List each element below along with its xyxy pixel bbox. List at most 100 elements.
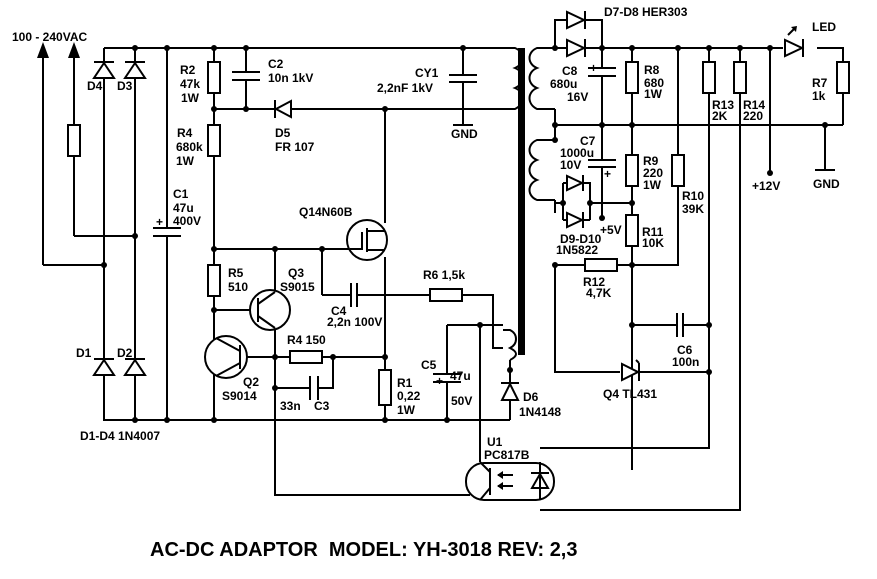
shunt-regulator-q4 xyxy=(621,359,641,382)
label-r8: R8 xyxy=(644,63,660,77)
label-r11: R11 xyxy=(642,225,664,239)
label-d9-d10-part: 1N5822 xyxy=(556,243,598,257)
capacitor-c5 xyxy=(433,373,461,383)
label-d5: D5 xyxy=(275,126,291,140)
resistor-r13 xyxy=(702,61,716,94)
label-r4-680k: R4 xyxy=(177,126,193,140)
label-c5-rating: 50V xyxy=(451,394,472,408)
label-c1-plus: + xyxy=(156,215,163,229)
label-c8-plus: + xyxy=(590,61,597,75)
resistor-r12 xyxy=(584,258,618,272)
label-bridge-part: D1-D4 1N4007 xyxy=(80,429,160,443)
label-d9-d10: D9-D10 xyxy=(560,232,602,246)
resistor-r10 xyxy=(671,154,685,187)
diode-d8 xyxy=(566,38,587,58)
junction-dots xyxy=(101,45,828,423)
capacitor-c6 xyxy=(676,313,684,337)
capacitor-c7 xyxy=(588,159,616,168)
resistor-r5 xyxy=(207,264,221,297)
label-c6: C6 xyxy=(677,343,693,357)
label-d7-d8: D7-D8 HER303 xyxy=(604,5,688,19)
label-d4: D4 xyxy=(87,79,103,93)
label-r6: R6 1,5k xyxy=(423,268,465,282)
resistor-r7 xyxy=(836,61,850,94)
wires-primary xyxy=(42,47,515,496)
label-r14: R14 xyxy=(743,98,765,112)
label-q4: Q4 TL431 xyxy=(603,387,657,401)
label-r8-value: 680 xyxy=(644,76,664,90)
label-c3: C3 xyxy=(314,399,330,413)
label-r2-rating: 1W xyxy=(181,91,200,105)
label-r4-680k-value: 680k xyxy=(176,140,203,154)
label-r9-rating: 1W xyxy=(643,178,662,192)
label-q3-part: S9015 xyxy=(280,280,315,294)
capacitor-c2 xyxy=(232,71,260,81)
label-r2: R2 xyxy=(180,63,196,77)
schematic-title: AC-DC ADAPTOR MODEL: YH-3018 REV: 2,3 xyxy=(150,539,578,561)
label-c2-value: 10n 1kV xyxy=(268,71,313,85)
label-r2-value: 47k xyxy=(180,77,200,91)
label-q1: Q14N60B xyxy=(299,205,353,219)
label-d2: D2 xyxy=(117,346,133,360)
diode-d4 xyxy=(92,61,116,79)
resistor-r9 xyxy=(625,154,639,187)
label-r11-value: 10K xyxy=(642,236,664,250)
capacitor-c4 xyxy=(350,283,358,307)
label-r1-rating: 1W xyxy=(397,403,416,417)
label-r10: R10 xyxy=(682,189,704,203)
label-c5-plus: + xyxy=(436,374,443,388)
label-d5-part: FR 107 xyxy=(275,140,315,154)
label-u1-part: PC817B xyxy=(484,448,530,462)
input-arrow-icon xyxy=(37,42,80,58)
resistor-r1 xyxy=(378,369,392,406)
label-gnd-secondary: GND xyxy=(813,177,840,191)
label-c8: C8 xyxy=(562,64,578,78)
label-r12: R12 xyxy=(583,275,605,289)
capacitor-c1 xyxy=(153,227,181,237)
label-r5: R5 xyxy=(228,266,244,280)
label-r7: R7 xyxy=(812,76,828,90)
label-cy1: CY1 xyxy=(415,66,439,80)
label-c7: C7 xyxy=(580,134,596,148)
label-c5: C5 xyxy=(421,358,437,372)
label-d1: D1 xyxy=(76,346,92,360)
transistor-q2 xyxy=(204,335,248,379)
label-r13: R13 xyxy=(712,98,734,112)
diode-d1 xyxy=(92,358,116,376)
label-r1: R1 xyxy=(397,376,413,390)
label-r5-value: 510 xyxy=(228,280,248,294)
label-r1-value: 0,22 xyxy=(397,389,421,403)
label-c5-value: 47u xyxy=(450,369,471,383)
label-r4-680k-rating: 1W xyxy=(176,154,195,168)
label-c6-value: 100n xyxy=(672,355,699,369)
label-c7-plus: + xyxy=(604,167,611,181)
label-c2: C2 xyxy=(268,57,284,71)
label-c1: C1 xyxy=(173,187,189,201)
fuse xyxy=(67,124,81,157)
label-c1-rating: 400V xyxy=(173,214,201,228)
diode-d6 xyxy=(500,381,520,401)
capacitor-cy1 xyxy=(449,74,477,83)
label-c7-value: 1000u xyxy=(560,146,594,160)
resistor-r2 xyxy=(207,61,221,94)
label-c3-value: 33n xyxy=(280,399,301,413)
resistor-r8 xyxy=(625,61,639,94)
capacitor-c3 xyxy=(309,376,319,400)
label-d6: D6 xyxy=(523,390,539,404)
resistor-r4-150 xyxy=(289,350,323,364)
optocoupler-u1 xyxy=(465,461,555,501)
resistor-r4-680k xyxy=(207,124,221,157)
label-r13-value: 2K xyxy=(712,109,728,123)
transformer xyxy=(503,47,555,361)
label-plus12v: +12V xyxy=(752,179,780,193)
label-d6-part: 1N4148 xyxy=(519,405,561,419)
input-voltage-label: 100 - 240VAC xyxy=(12,30,87,44)
label-c4-value: 2,2n 100V xyxy=(327,315,382,329)
label-plus5v: +5V xyxy=(600,223,622,237)
label-r9-value: 220 xyxy=(643,166,663,180)
label-c7-rating: 10V xyxy=(560,158,581,172)
label-d3: D3 xyxy=(117,79,133,93)
label-r12-value: 4,7K xyxy=(586,286,612,300)
diode-d9-d10 xyxy=(562,174,591,229)
